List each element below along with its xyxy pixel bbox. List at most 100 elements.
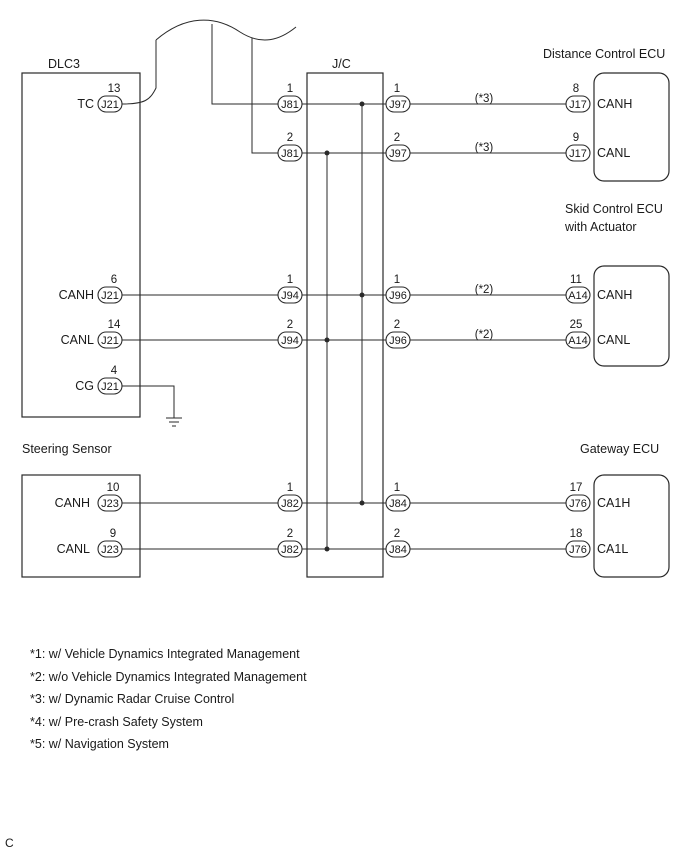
connector-shape [565, 95, 591, 113]
skid-ecu-title-line1: Skid Control ECU [565, 202, 663, 216]
ecu-pin-number: 18 [570, 528, 583, 540]
option-note: (*3) [475, 142, 494, 154]
connector-code: J23 [101, 544, 119, 556]
connector-code: J21 [101, 99, 119, 111]
ecu-pin-number: 17 [570, 482, 583, 494]
option-note: (*2) [475, 284, 494, 296]
connector-code: J97 [389, 148, 407, 160]
connector-shape [277, 95, 303, 113]
jc-box [306, 72, 384, 578]
connector-shape [385, 144, 411, 162]
footnote: *4: w/ Pre-crash Safety System [30, 714, 203, 729]
corner-mark: C [5, 836, 14, 850]
jc-right-connector: J84 [385, 540, 411, 558]
connector-code: J81 [281, 99, 299, 111]
connector-code: J21 [101, 290, 119, 302]
ecu-pin-label: CA1L [597, 542, 628, 556]
connector-code: J76 [569, 498, 587, 510]
jc-left-pin-number: 1 [287, 482, 293, 494]
jc-left-pin-number: 2 [287, 528, 293, 540]
dlc3-box [21, 72, 141, 418]
ecu-connector: J76 [565, 540, 591, 558]
steering-connector: J23 [97, 540, 123, 558]
connector-code: J97 [389, 99, 407, 111]
distance-ecu-box [593, 72, 670, 182]
connector-shape [97, 540, 123, 558]
ecu-connector: A14 [565, 331, 591, 349]
connector-code: A14 [568, 290, 588, 302]
footnote: *2: w/o Vehicle Dynamics Integrated Mana… [30, 669, 307, 684]
ecu-pin-label: CANH [597, 97, 632, 111]
wiring-diagram: DLC3 J/C Distance Control ECU Skid Contr… [21, 19, 670, 578]
jc-left-connector: J94 [277, 331, 303, 349]
connector-code: J82 [281, 544, 299, 556]
jc-right-pin-number: 1 [394, 83, 400, 95]
wire-tc [121, 40, 157, 105]
dlc3-pin-number: 13 [108, 83, 121, 95]
jc-right-pin-number: 1 [394, 482, 400, 494]
connector-shape [385, 540, 411, 558]
connector-code: J94 [281, 290, 299, 302]
junction-dot [324, 546, 330, 552]
dlc3-connector: J21 [97, 95, 123, 113]
footnotes: *1: w/ Vehicle Dynamics Integrated Manag… [30, 643, 307, 756]
steering-pin-label: CANL [57, 542, 90, 556]
footnote: *5: w/ Navigation System [30, 737, 169, 752]
wire-cg [122, 385, 175, 418]
connector-shape [97, 494, 123, 512]
dlc3-pin-label: CANL [61, 333, 94, 347]
steering-sensor-title: Steering Sensor [22, 442, 112, 456]
connector-shape [385, 286, 411, 304]
jc-left-connector: J81 [277, 144, 303, 162]
ecu-pin-number: 11 [570, 274, 582, 286]
connector-shape [385, 331, 411, 349]
ecu-connector: J17 [565, 144, 591, 162]
wire-j81-2 [251, 38, 278, 154]
connector-shape [97, 377, 123, 395]
connector-code: J96 [389, 290, 407, 302]
option-note: (*2) [475, 329, 494, 341]
jc-title: J/C [332, 57, 351, 71]
ecu-pin-number: 25 [570, 319, 583, 331]
dlc3-connector: J21 [97, 377, 123, 395]
steering-sensor-box [21, 474, 141, 578]
steering-pin-number: 9 [110, 528, 116, 540]
jc-left-pin-number: 1 [287, 83, 293, 95]
jc-left-connector: J82 [277, 494, 303, 512]
connector-code: J84 [389, 544, 407, 556]
connector-code: J21 [101, 335, 119, 347]
dlc3-title: DLC3 [48, 57, 80, 71]
junction-dot [359, 101, 365, 107]
connector-shape [565, 331, 591, 349]
option-note: (*3) [475, 93, 494, 105]
connector-code: J84 [389, 498, 407, 510]
jc-right-connector: J97 [385, 95, 411, 113]
connector-code: J23 [101, 498, 119, 510]
dlc3-pin-label: TC [77, 97, 94, 111]
ecu-pin-label: CANL [597, 146, 630, 160]
junction-dots [324, 101, 365, 552]
junction-dot [324, 337, 330, 343]
jc-left-pin-number: 1 [287, 274, 293, 286]
connector-shape [277, 540, 303, 558]
jc-left-pin-number: 2 [287, 319, 293, 331]
connector-shape [565, 286, 591, 304]
dlc3-pin-label: CANH [59, 288, 94, 302]
connector-shape [385, 95, 411, 113]
connector-code: J17 [569, 148, 587, 160]
ecu-connector: J76 [565, 494, 591, 512]
dlc3-pin-number: 4 [111, 365, 118, 377]
ecu-connector: J17 [565, 95, 591, 113]
connector-shape [97, 331, 123, 349]
dlc3-pin-number: 14 [108, 319, 121, 331]
connector-code: J96 [389, 335, 407, 347]
jc-left-pin-number: 2 [287, 132, 293, 144]
jc-left-connector: J81 [277, 95, 303, 113]
shield-break-curve [155, 19, 297, 41]
connector-code: J82 [281, 498, 299, 510]
jc-right-connector: J96 [385, 286, 411, 304]
jc-left-connector: J94 [277, 286, 303, 304]
connector-code: J94 [281, 335, 299, 347]
